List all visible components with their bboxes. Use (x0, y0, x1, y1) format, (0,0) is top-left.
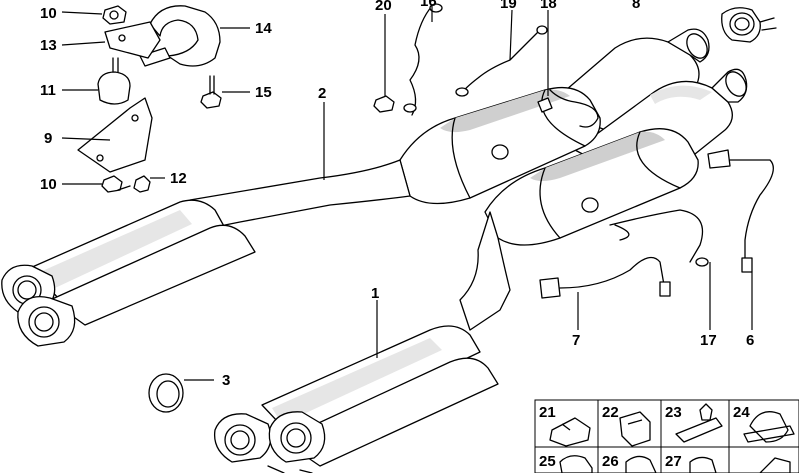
part-1-front-pipe-lower (213, 211, 511, 473)
callout-6: 6 (746, 332, 754, 349)
oxygen-sensor-wires (373, 3, 774, 299)
legend-label-24: 24 (733, 404, 750, 421)
clip-21-icon (549, 417, 591, 447)
legend-label-27: 27 (665, 453, 682, 470)
legend-label-21: 21 (539, 404, 556, 421)
callout-8: 8 (632, 0, 640, 12)
clip-23-icon (675, 403, 723, 443)
legend-label-26: 26 (602, 453, 619, 470)
clip-22-icon (619, 411, 651, 447)
callout-19: 19 (500, 0, 517, 12)
callout-16: 16 (420, 0, 437, 10)
legend-label-25: 25 (539, 453, 556, 470)
leader-lines (61, 6, 753, 381)
small-parts-legend-grid: 21 22 23 24 25 26 27 (534, 399, 799, 473)
callout-labels: 10 13 11 9 10 12 14 15 2 20 16 19 18 8 1… (40, 0, 754, 389)
callout-13: 13 (40, 37, 57, 54)
clip-26-icon (625, 455, 657, 473)
legend-label-22: 22 (602, 404, 619, 421)
callout-9: 9 (44, 130, 52, 147)
callout-10-lower: 10 (40, 176, 57, 193)
legend-label-23: 23 (665, 404, 682, 421)
callout-17: 17 (700, 332, 717, 349)
clip-27-icon (689, 456, 717, 473)
clip-25-icon (559, 455, 593, 473)
callout-12: 12 (170, 170, 187, 187)
callout-3: 3 (222, 372, 230, 389)
clip-24-icon (743, 411, 795, 443)
callout-7: 7 (572, 332, 580, 349)
callout-15: 15 (255, 84, 272, 101)
catalytic-converters (399, 86, 699, 246)
clip-blank-icon (759, 457, 791, 473)
callout-20: 20 (375, 0, 392, 14)
hanger-brackets (77, 5, 222, 193)
part-3-gasket-ring (148, 373, 184, 413)
callout-14: 14 (255, 20, 272, 37)
callout-10-upper: 10 (40, 5, 57, 22)
callout-11: 11 (40, 82, 56, 99)
part-2-front-pipe-upper (1, 159, 411, 347)
callout-18: 18 (540, 0, 557, 12)
part-8-clamp (721, 7, 777, 43)
callout-2: 2 (318, 85, 326, 102)
callout-1: 1 (371, 285, 379, 302)
